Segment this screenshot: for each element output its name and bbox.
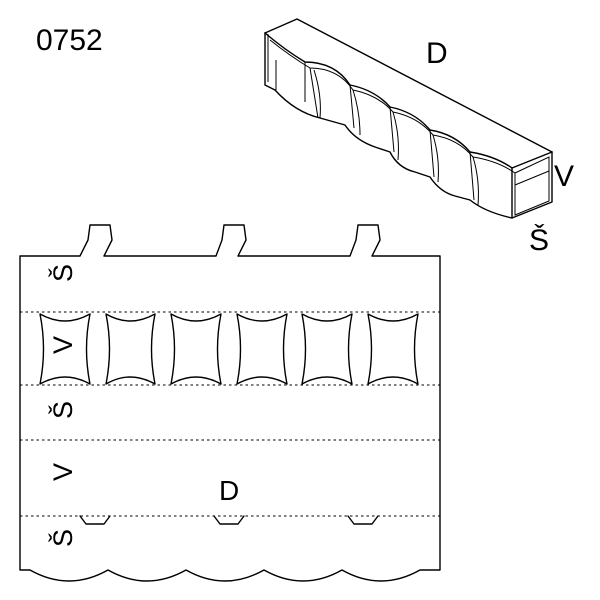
product-code: 0752 [36, 24, 103, 57]
tab-slot [213, 515, 245, 525]
slot-cutout-1 [39, 313, 91, 385]
box-3d-illustration [264, 18, 553, 219]
slot-cutout-4 [236, 313, 288, 385]
panel-label-bottom-flap: Š [47, 529, 78, 547]
slot-cutout-2 [105, 313, 156, 385]
slot-cutout-5 [301, 313, 353, 385]
box-label-length: D [426, 37, 448, 70]
box-label-width: Š [529, 223, 549, 257]
panel-label-center: D [219, 475, 239, 506]
panel-label-front: V [48, 336, 78, 354]
box-net [19, 224, 441, 582]
panel-label-back: V [48, 463, 78, 481]
tab-slot [79, 515, 111, 525]
panel-label-bottom: Š [47, 401, 78, 419]
slot-cutout-6 [367, 313, 419, 385]
box-label-height: V [554, 160, 574, 193]
tab-slot [347, 515, 379, 525]
slot-cutout-3 [170, 313, 222, 385]
net-outline [19, 224, 441, 582]
panel-label-top-flap: Š [47, 264, 78, 282]
